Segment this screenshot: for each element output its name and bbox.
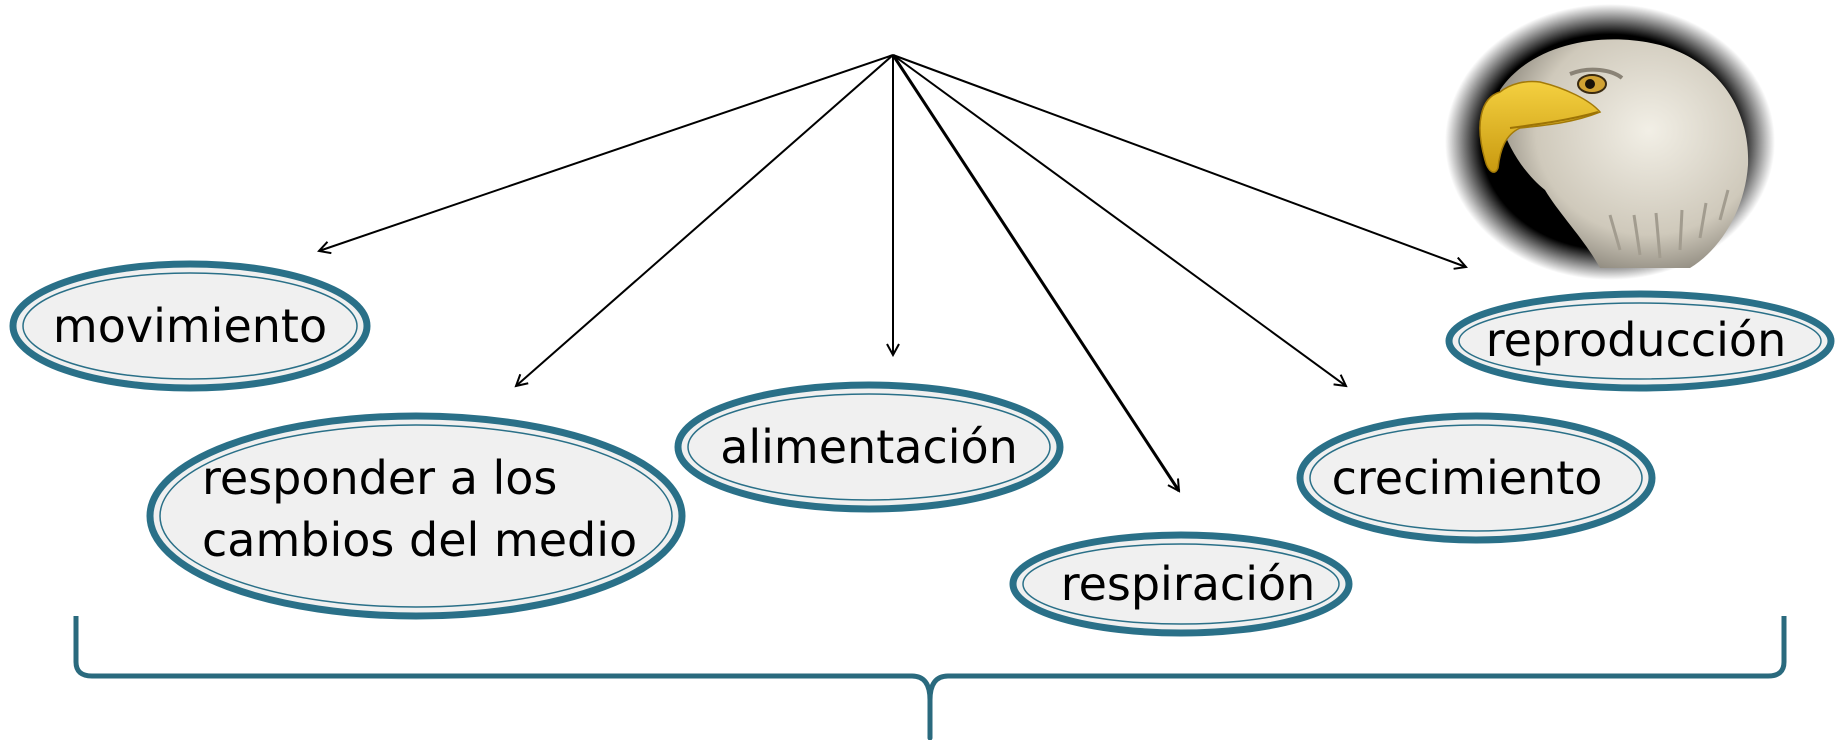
node-label-crecimiento: crecimiento bbox=[1332, 451, 1603, 505]
arrow-to-respiracion bbox=[891, 54, 1181, 491]
node-label-reproduccion: reproducción bbox=[1486, 313, 1786, 367]
arrows bbox=[319, 54, 1466, 491]
node-responder: responder a los cambios del medio bbox=[146, 412, 686, 620]
arrow-to-responder bbox=[516, 54, 894, 386]
node-label-responder-line2: cambios del medio bbox=[202, 513, 637, 567]
node-label-respiracion: respiración bbox=[1061, 557, 1316, 611]
bottom-brace bbox=[73, 616, 1787, 740]
node-respiracion: respiración bbox=[1009, 531, 1353, 637]
arrow-to-crecimiento bbox=[892, 54, 1346, 386]
node-label-alimentacion: alimentación bbox=[720, 420, 1018, 474]
arrow-to-movimiento bbox=[319, 54, 894, 251]
node-alimentacion: alimentación bbox=[674, 381, 1064, 513]
eagle-beak-shape bbox=[1479, 80, 1602, 173]
eagle-feather-strands bbox=[1608, 189, 1730, 259]
eagle-image bbox=[1445, 4, 1775, 280]
node-crecimiento: crecimiento bbox=[1296, 412, 1656, 544]
node-label-movimiento: movimiento bbox=[53, 299, 327, 353]
arrow-to-reproduccion bbox=[892, 54, 1466, 267]
node-movimiento: movimiento bbox=[9, 260, 371, 392]
node-label-responder-line1: responder a los bbox=[202, 451, 557, 505]
node-reproduccion: reproducción bbox=[1445, 290, 1835, 392]
